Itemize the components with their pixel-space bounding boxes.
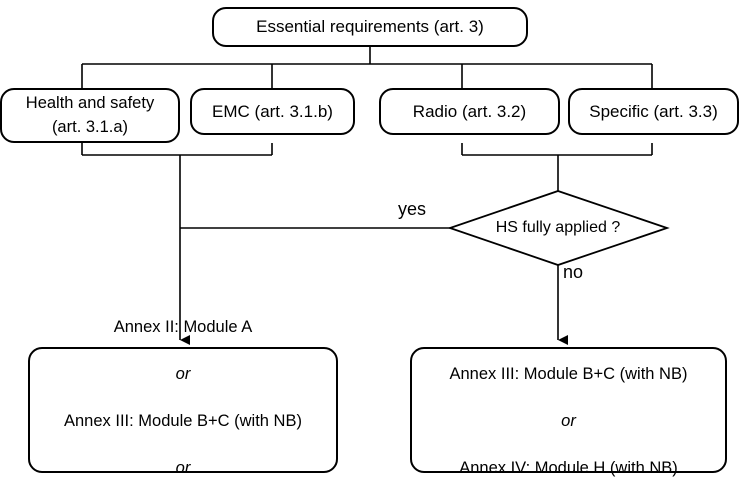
edge-label-no: no (563, 262, 584, 282)
outcome-right-line3: Annex IV: Module H (with NB) (459, 458, 678, 477)
decision-diamond-shape (447, 190, 670, 266)
node-outcome-left[interactable]: Annex II: Module A or Annex III: Module … (28, 318, 338, 477)
outcome-right-line1: Annex III: Module B+C (with NB) (449, 365, 688, 384)
node-emc-label: EMC (art. 3.1.b) (212, 101, 333, 121)
edge-label-yes: yes (398, 199, 427, 219)
node-outcome-left-text: Annex II: Module A or Annex III: Module … (30, 293, 336, 483)
node-radio-label: Radio (art. 3.2) (412, 101, 527, 121)
node-outcome-right-text: Annex III: Module B+C (with NB) or Annex… (412, 340, 725, 481)
node-essential-requirements[interactable]: Essential requirements (art. 3) (212, 7, 528, 47)
node-health-and-safety[interactable]: Health and safety (art. 3.1.a) (0, 88, 180, 143)
node-specific-label: Specific (art. 3.3) (589, 101, 718, 121)
node-radio[interactable]: Radio (art. 3.2) (379, 88, 560, 135)
node-outcome-right[interactable]: Annex III: Module B+C (with NB) or Annex… (410, 347, 727, 477)
node-essential-requirements-label: Essential requirements (art. 3) (256, 17, 484, 37)
outcome-right-line2: or (561, 412, 576, 430)
node-emc[interactable]: EMC (art. 3.1.b) (190, 88, 355, 135)
decision-label: HS fully applied ? (495, 219, 621, 236)
node-specific[interactable]: Specific (art. 3.3) (568, 88, 739, 135)
outcome-left-line3: Annex III: Module B+C (with NB) (64, 412, 302, 430)
node-health-and-safety-label: Health and safety (art. 3.1.a) (25, 94, 155, 136)
outcome-left-line1: Annex II: Module A (113, 318, 253, 337)
outcome-left-line4: or (175, 458, 191, 477)
outcome-left-line2: or (175, 365, 191, 384)
